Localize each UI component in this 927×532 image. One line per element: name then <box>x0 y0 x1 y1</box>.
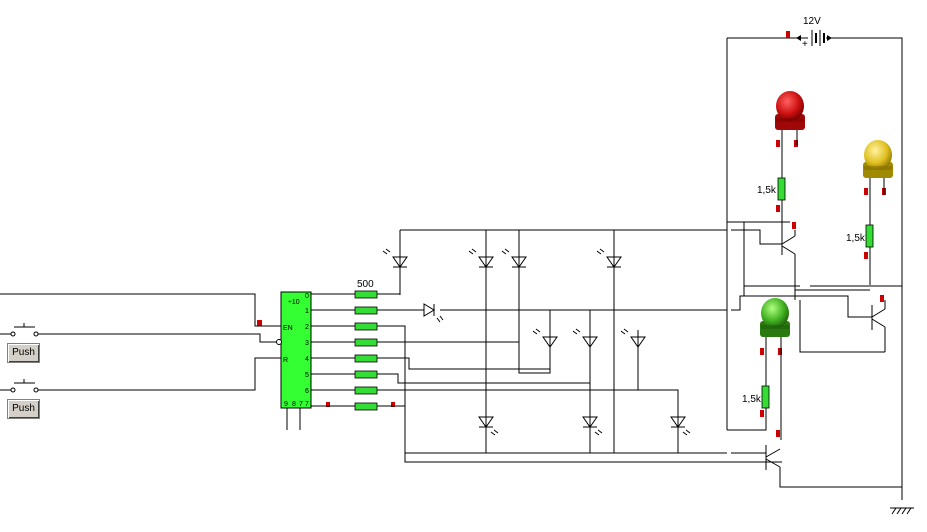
decade-counter[interactable]: ÷10 EN R 0 1 2 3 4 5 6 7 9 8 7 <box>280 291 312 409</box>
counter-output-1: 1 <box>305 308 309 315</box>
red-led-branch: 1,5k <box>757 130 798 300</box>
diode <box>468 248 494 268</box>
output-wiring <box>310 293 782 463</box>
diode <box>532 328 558 348</box>
yellow-led-branch: 1,5k <box>846 178 886 352</box>
counter-bottom-leads <box>286 408 301 430</box>
diode <box>382 248 408 268</box>
resistor-red-led <box>777 177 786 201</box>
counter-output-2: 2 <box>305 324 309 331</box>
counter-title: ÷10 <box>288 299 300 306</box>
supply-wiring <box>726 37 903 500</box>
pin-markers <box>257 140 886 437</box>
ground-symbol <box>890 507 914 515</box>
diode <box>478 416 499 436</box>
led-red[interactable] <box>775 91 805 130</box>
battery[interactable]: 12V + <box>786 16 832 50</box>
resistor-red-label: 1,5k <box>757 185 777 196</box>
counter-bottom-pin-9: 9 <box>284 401 288 408</box>
diode <box>582 416 603 436</box>
diode <box>596 248 622 268</box>
counter-output-4: 4 <box>305 356 309 363</box>
resistor-green-label: 1,5k <box>742 394 762 405</box>
led-yellow[interactable] <box>863 140 893 178</box>
control-wiring <box>400 221 902 454</box>
resistor-green-led <box>761 385 770 409</box>
resistor-yellow-label: 1,5k <box>846 233 866 244</box>
green-led-branch: 1,5k <box>727 337 902 488</box>
push-button-2[interactable]: Push <box>7 399 40 419</box>
diodes <box>382 248 691 436</box>
counter-bottom-pin-8: 8 <box>292 401 296 408</box>
counter-r-pin: R <box>283 357 288 364</box>
counter-en-pin: EN <box>283 325 293 332</box>
diode <box>670 416 691 436</box>
counter-bottom-pin-7: 7 <box>299 401 303 408</box>
battery-label: 12V <box>803 16 821 27</box>
battery-plus: + <box>802 39 808 50</box>
input-wiring <box>0 293 282 393</box>
diode <box>572 328 598 348</box>
counter-output-7: 7 <box>305 401 309 408</box>
led-green[interactable] <box>760 298 790 337</box>
counter-output-5: 5 <box>305 372 309 379</box>
resistor-bank: 500 <box>354 279 378 411</box>
diode <box>423 303 444 323</box>
counter-output-6: 6 <box>305 388 309 395</box>
diode <box>501 248 527 268</box>
resistor-yellow-led <box>865 224 874 248</box>
push-button-1[interactable]: Push <box>7 343 40 363</box>
counter-output-3: 3 <box>305 340 309 347</box>
diode <box>620 328 646 348</box>
counter-output-0: 0 <box>305 293 309 300</box>
resistor-bank-label: 500 <box>357 279 374 290</box>
